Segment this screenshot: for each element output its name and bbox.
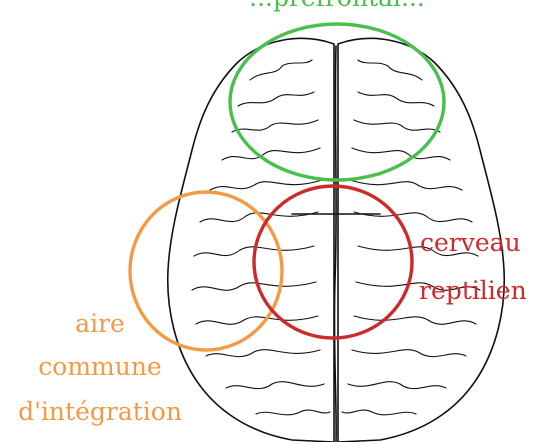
fold-line	[352, 350, 466, 357]
fold-line	[222, 148, 320, 160]
reptilian-brain-circle	[254, 186, 412, 338]
fold-line	[358, 60, 422, 80]
fold-line	[196, 316, 318, 324]
prefrontal-circle	[230, 24, 444, 180]
integration-label-line2: commune	[38, 352, 161, 381]
left-hemisphere	[168, 38, 334, 442]
fold-line	[232, 120, 318, 132]
fold-line	[354, 316, 476, 324]
reptilian-label-line2: reptilien	[419, 276, 527, 305]
fold-line	[250, 60, 312, 80]
fold-line	[352, 148, 450, 160]
fold-line	[358, 92, 434, 106]
fold-line	[226, 382, 324, 389]
fold-line	[238, 92, 314, 106]
integration-label-line1: aire	[75, 309, 125, 338]
fold-line	[350, 180, 462, 190]
fold-line	[354, 120, 440, 132]
integration-label-line3: d'intégration	[18, 397, 182, 426]
prefrontal-label: ...préfrontal...	[249, 0, 425, 12]
fold-line	[210, 180, 322, 190]
fold-line	[206, 350, 320, 357]
fold-line	[256, 410, 330, 415]
fold-line	[342, 410, 416, 415]
fold-line	[348, 382, 446, 389]
reptilian-label-line1: cerveau	[420, 228, 521, 257]
integration-area-circle	[130, 192, 282, 350]
fold-line	[192, 282, 316, 290]
